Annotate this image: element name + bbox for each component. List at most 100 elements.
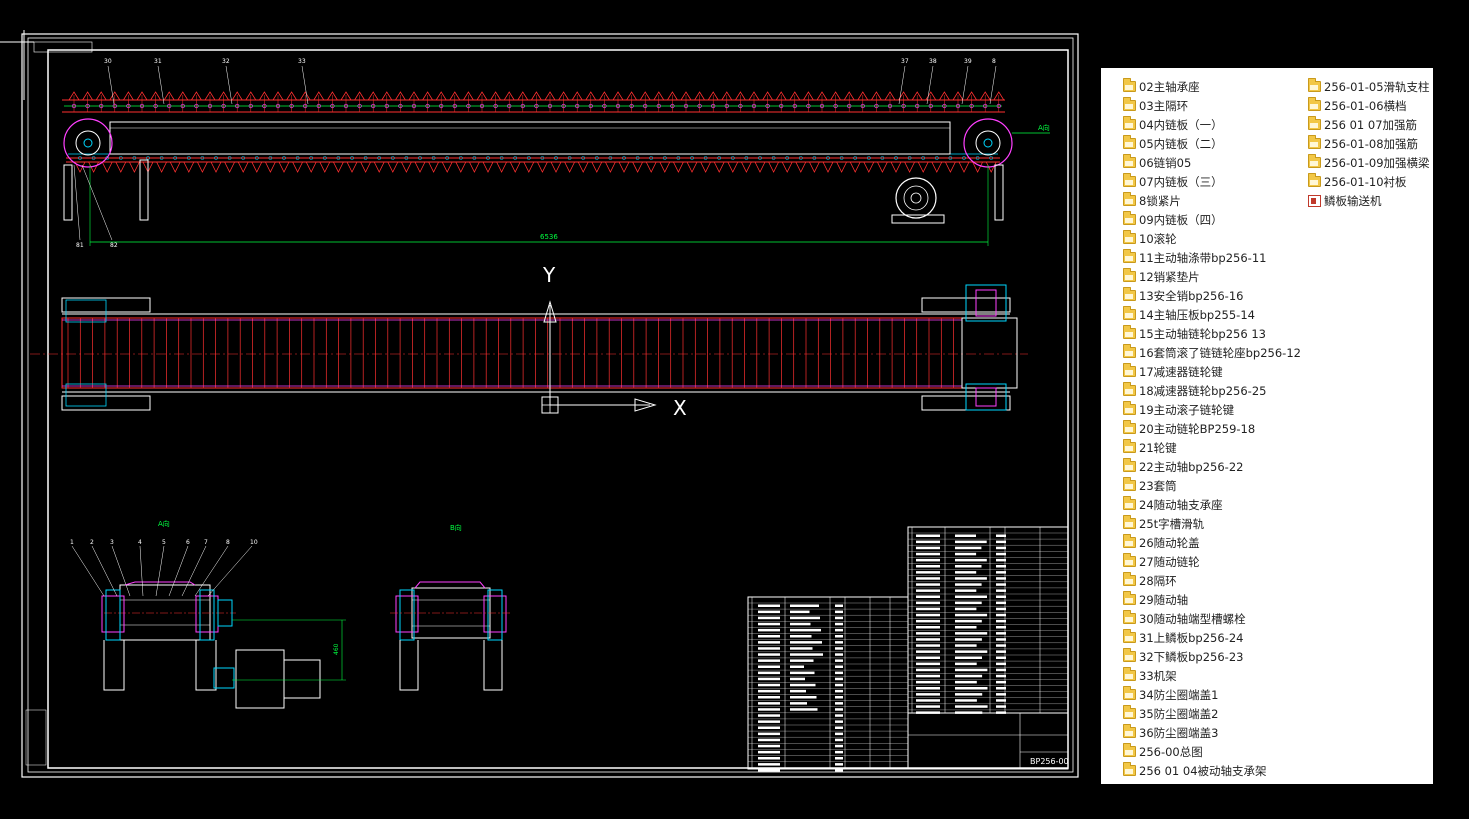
folder-icon xyxy=(1123,287,1136,301)
file-list-item[interactable]: 20主动链轮BP259-18 xyxy=(1123,419,1301,438)
file-list-item-label: 12销紧垫片 xyxy=(1139,269,1200,284)
file-list-item[interactable]: 36防尘圈端盖3 xyxy=(1123,723,1301,742)
file-list-item[interactable]: 256-01-10衬板 xyxy=(1308,172,1430,191)
file-list-item[interactable]: 23套筒 xyxy=(1123,476,1301,495)
file-list-item-label: 17减速器链轮键 xyxy=(1139,364,1223,379)
file-list-item-label: 02主轴承座 xyxy=(1139,79,1200,94)
file-list-item[interactable]: 05内链板（二） xyxy=(1123,134,1301,153)
file-list-item[interactable]: 15主动轴链轮bp256 13 xyxy=(1123,324,1301,343)
file-list-item-label: 256-01-10衬板 xyxy=(1324,174,1407,189)
file-list-item[interactable]: 14主轴压板bp255-14 xyxy=(1123,305,1301,324)
file-list-item[interactable]: 35防尘圈端盖2 xyxy=(1123,704,1301,723)
file-list-item[interactable]: 25t字槽滑轨 xyxy=(1123,514,1301,533)
file-list-item-label: 8锁紧片 xyxy=(1139,193,1181,208)
view-b-label: B向 xyxy=(450,523,462,532)
file-list-item[interactable]: 22主动轴bp256-22 xyxy=(1123,457,1301,476)
folder-icon xyxy=(1123,610,1136,624)
folder-icon xyxy=(1123,534,1136,548)
folder-icon xyxy=(1123,135,1136,149)
folder-icon xyxy=(1123,268,1136,282)
file-list-item[interactable]: 07内链板（三） xyxy=(1123,172,1301,191)
file-list-item[interactable]: 17减速器链轮键 xyxy=(1123,362,1301,381)
file-list-item[interactable]: 29随动轴 xyxy=(1123,590,1301,609)
folder-icon xyxy=(1308,97,1321,111)
folder-icon xyxy=(1123,591,1136,605)
file-list-item-label: 32下鳞板bp256-23 xyxy=(1139,649,1244,664)
file-list-item-label: 11主动轴涤带bp256-11 xyxy=(1139,250,1267,265)
file-list-item[interactable]: 21轮键 xyxy=(1123,438,1301,457)
file-list-item[interactable]: 16套筒滚了链链轮座bp256-12 xyxy=(1123,343,1301,362)
svg-text:81: 81 xyxy=(76,242,84,249)
top-view xyxy=(30,284,1028,411)
file-list-item-label: 256 01 07加强筋 xyxy=(1324,117,1418,132)
svg-text:82: 82 xyxy=(110,242,118,249)
file-list-item-label: 34防尘圈端盖1 xyxy=(1139,687,1219,702)
callout-label: 39 xyxy=(964,58,972,65)
file-list-item-label: 20主动链轮BP259-18 xyxy=(1139,421,1256,436)
file-list-item[interactable]: 03主隔环 xyxy=(1123,96,1301,115)
file-list-item-label: 05内链板（二） xyxy=(1139,136,1223,151)
chain-teeth-bottom xyxy=(74,156,997,173)
file-list-item[interactable]: 02主轴承座 xyxy=(1123,77,1301,96)
file-list-item-label: 35防尘圈端盖2 xyxy=(1139,706,1219,721)
folder-icon xyxy=(1123,496,1136,510)
file-list-item-label: 26随动轮盖 xyxy=(1139,535,1200,550)
file-list-item-label: 28隔环 xyxy=(1139,573,1177,588)
callout-label: 4 xyxy=(138,539,142,546)
folder-icon xyxy=(1123,211,1136,225)
file-list-column-2: 256-01-05滑轨支柱 256-01-06横档 256 01 07加强筋 256-… xyxy=(1308,77,1430,210)
file-list-item[interactable]: 31上鳞板bp256-24 xyxy=(1123,628,1301,647)
file-list-item-label: 13安全销bp256-16 xyxy=(1139,288,1244,303)
folder-icon xyxy=(1123,382,1136,396)
file-list-item[interactable]: 30随动轴端型槽螺栓 xyxy=(1123,609,1301,628)
file-list-item-label: 22主动轴bp256-22 xyxy=(1139,459,1244,474)
file-list-item[interactable]: 19主动滚子链轮键 xyxy=(1123,400,1301,419)
slats xyxy=(67,318,954,388)
dimension-secondary: 460 xyxy=(333,643,340,655)
file-list-item[interactable]: 32下鳞板bp256-23 xyxy=(1123,647,1301,666)
file-list-item[interactable]: 256-01-05滑轨支柱 xyxy=(1308,77,1430,96)
file-list-item[interactable]: 06链销05 xyxy=(1123,153,1301,172)
file-list-item[interactable]: 鳞板输送机 xyxy=(1308,191,1430,210)
file-list-item-label: 10滚轮 xyxy=(1139,231,1177,246)
callout-label: 1 xyxy=(70,539,74,546)
file-list-item[interactable]: 256-01-09加强横梁 xyxy=(1308,153,1430,172)
view-b: B向 xyxy=(390,523,512,691)
file-list-item[interactable]: 13安全销bp256-16 xyxy=(1123,286,1301,305)
file-list-item[interactable]: 34防尘圈端盖1 xyxy=(1123,685,1301,704)
file-list-item[interactable]: 256 01 04被动轴支承架 xyxy=(1123,761,1301,780)
file-list-item[interactable]: 8锁紧片 xyxy=(1123,191,1301,210)
file-list-item[interactable]: 24随动轴支承座 xyxy=(1123,495,1301,514)
file-list-item-label: 256-01-05滑轨支柱 xyxy=(1324,79,1430,94)
file-list-item[interactable]: 18减速器链轮bp256-25 xyxy=(1123,381,1301,400)
file-list-item[interactable]: 33机架 xyxy=(1123,666,1301,685)
file-list-item-label: 256-01-06横档 xyxy=(1324,98,1407,113)
file-list-item[interactable]: 256 01 07加强筋 xyxy=(1308,115,1430,134)
file-list-item-label: 256 01 04被动轴支承架 xyxy=(1139,763,1267,778)
file-list-item[interactable]: 256-00总图 xyxy=(1123,742,1301,761)
callout-label: 6 xyxy=(186,539,190,546)
file-list-item[interactable]: 28隔环 xyxy=(1123,571,1301,590)
folder-icon xyxy=(1308,154,1321,168)
file-list-item[interactable]: 09内链板（四） xyxy=(1123,210,1301,229)
file-list-item-label: 18减速器链轮bp256-25 xyxy=(1139,383,1267,398)
file-list-item[interactable]: 10滚轮 xyxy=(1123,229,1301,248)
file-list-item[interactable]: 12销紧垫片 xyxy=(1123,267,1301,286)
file-list-item[interactable]: 11主动轴涤带bp256-11 xyxy=(1123,248,1301,267)
folder-icon xyxy=(1123,154,1136,168)
file-list-item[interactable]: 256-01-08加强筋 xyxy=(1308,134,1430,153)
file-list-item[interactable]: 256-01-06横档 xyxy=(1308,96,1430,115)
file-list-item[interactable]: 04内链板（一） xyxy=(1123,115,1301,134)
file-list-item-label: 33机架 xyxy=(1139,668,1177,683)
folder-icon xyxy=(1123,477,1136,491)
file-list-item[interactable]: 27随动链轮 xyxy=(1123,552,1301,571)
folder-icon xyxy=(1123,116,1136,130)
file-list-item[interactable]: 26随动轮盖 xyxy=(1123,533,1301,552)
file-list-item-label: 256-01-09加强横梁 xyxy=(1324,155,1430,170)
view-a-label: A向 xyxy=(158,519,170,528)
file-list-item-label: 15主动轴链轮bp256 13 xyxy=(1139,326,1266,341)
callout-label: 33 xyxy=(298,58,306,65)
